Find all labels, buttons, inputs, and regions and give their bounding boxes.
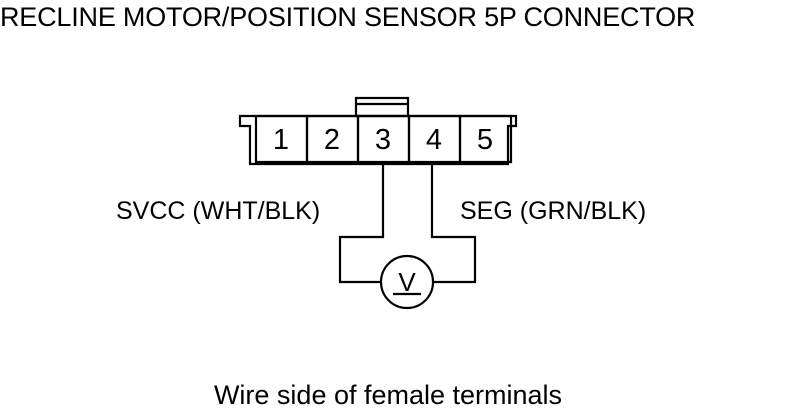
test-lead-pin-3 <box>338 164 385 284</box>
test-lead-pin-4 <box>430 164 477 284</box>
pin-number-1: 1 <box>273 124 289 156</box>
wire-label-seg: SEG (GRN/BLK) <box>460 197 647 225</box>
pin-number-5: 5 <box>477 124 493 156</box>
voltmeter-icon <box>379 254 435 310</box>
connector-lock-tab <box>354 96 410 118</box>
pin-number-3: 3 <box>375 124 391 156</box>
pin-cell-5 <box>458 114 513 164</box>
pin-number-4: 4 <box>426 124 442 156</box>
diagram-title: RECLINE MOTOR/POSITION SENSOR 5P CONNECT… <box>0 2 696 32</box>
connector-housing <box>238 114 518 166</box>
diagram-caption: Wire side of female terminals <box>213 380 563 410</box>
voltmeter-symbol: V <box>398 267 416 297</box>
pin-number-2: 2 <box>324 124 340 156</box>
wire-label-svcc: SVCC (WHT/BLK) <box>116 197 321 225</box>
